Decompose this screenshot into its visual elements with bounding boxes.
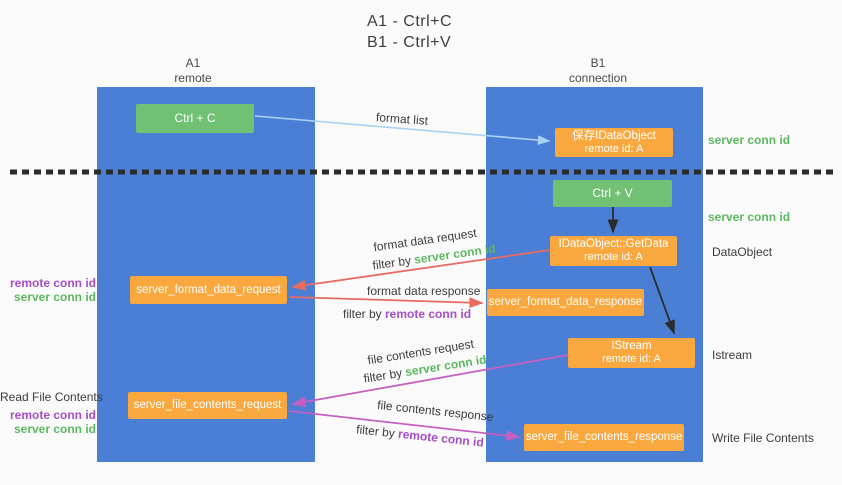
node-ctrl-c-label: Ctrl + C: [174, 111, 216, 125]
node-istream-line2: remote id: A: [602, 353, 661, 365]
annotation-server-conn-id-mid: server conn id: [708, 210, 791, 224]
node-ctrl-v: Ctrl + V: [553, 180, 672, 207]
node-getdata-line2: remote id: A: [584, 251, 643, 263]
remote-conn-id-text: remote conn id: [385, 307, 472, 321]
annotation-conn-ids-file: remote conn id server conn id: [0, 408, 96, 436]
annotation-conn-ids-format: remote conn id server conn id: [0, 276, 96, 304]
column-b1-role: connection: [568, 71, 628, 85]
node-server-format-data-request: server_format_data_request: [130, 276, 287, 304]
node-ctrl-v-label: Ctrl + V: [592, 186, 633, 200]
annotation-read-file-contents: Read File Contents: [0, 390, 103, 404]
column-header-b1: B1 connection: [538, 56, 658, 86]
node-ctrl-c: Ctrl + C: [136, 104, 254, 133]
node-getdata-line1: IDataObject::GetData: [558, 238, 669, 250]
remote-conn-id-label: remote conn id: [9, 408, 96, 422]
node-idataobject-getdata: IDataObject::GetData remote id: A: [550, 236, 677, 266]
node-istream-line1: IStream: [611, 340, 652, 352]
node-istream: IStream remote id: A: [568, 338, 695, 368]
edge-label-file-contents-response-filter: filter by remote conn id: [356, 422, 485, 449]
server-conn-id-label: server conn id: [13, 422, 96, 436]
remote-conn-id-text: remote conn id: [397, 426, 485, 450]
node-server-format-data-response: server_format_data_response: [487, 289, 644, 316]
filter-by-text: filter by: [343, 307, 386, 321]
node-server-file-contents-request: server_file_contents_request: [128, 392, 287, 419]
edge-label-format-list: format list: [375, 110, 429, 128]
column-header-a1: A1 remote: [133, 56, 253, 86]
column-a1-name: A1: [185, 56, 201, 70]
node-format-response-label: server_format_data_response: [488, 296, 643, 308]
annotation-write-file-contents: Write File Contents: [712, 431, 814, 445]
column-a1-role: remote: [174, 71, 212, 85]
node-format-request-label: server_format_data_request: [136, 283, 281, 296]
edge-label-format-data-response-filter: filter by remote conn id: [343, 307, 471, 321]
annotation-dataobject: DataObject: [712, 245, 773, 259]
node-save-idataobject-line2: remote id: A: [584, 142, 644, 155]
node-file-request-label: server_file_contents_request: [133, 399, 282, 411]
title-line-a1: A1 - Ctrl+C: [367, 13, 453, 30]
title-line-b1: B1 - Ctrl+V: [367, 34, 452, 51]
annotation-istream: Istream: [712, 348, 753, 362]
filter-by-text: filter by: [371, 252, 416, 273]
diagram-title: A1 - Ctrl+C B1 - Ctrl+V: [367, 11, 452, 53]
node-server-file-contents-response: server_file_contents_response: [524, 424, 684, 451]
filter-by-text: filter by: [362, 365, 407, 386]
server-conn-id-label: server conn id: [13, 290, 96, 304]
node-file-response-label: server_file_contents_response: [525, 431, 683, 443]
remote-conn-id-label: remote conn id: [9, 276, 96, 290]
column-b1-name: B1: [590, 56, 606, 70]
node-save-idataobject-line1: 保存IDataObject: [572, 129, 656, 142]
edge-label-format-data-response: format data response: [367, 284, 481, 298]
filter-by-text: filter by: [355, 422, 399, 441]
edge-label-file-contents-response: file contents response: [376, 397, 495, 425]
node-save-idataobject: 保存IDataObject remote id: A: [555, 128, 673, 157]
annotation-server-conn-id-top: server conn id: [708, 133, 791, 147]
